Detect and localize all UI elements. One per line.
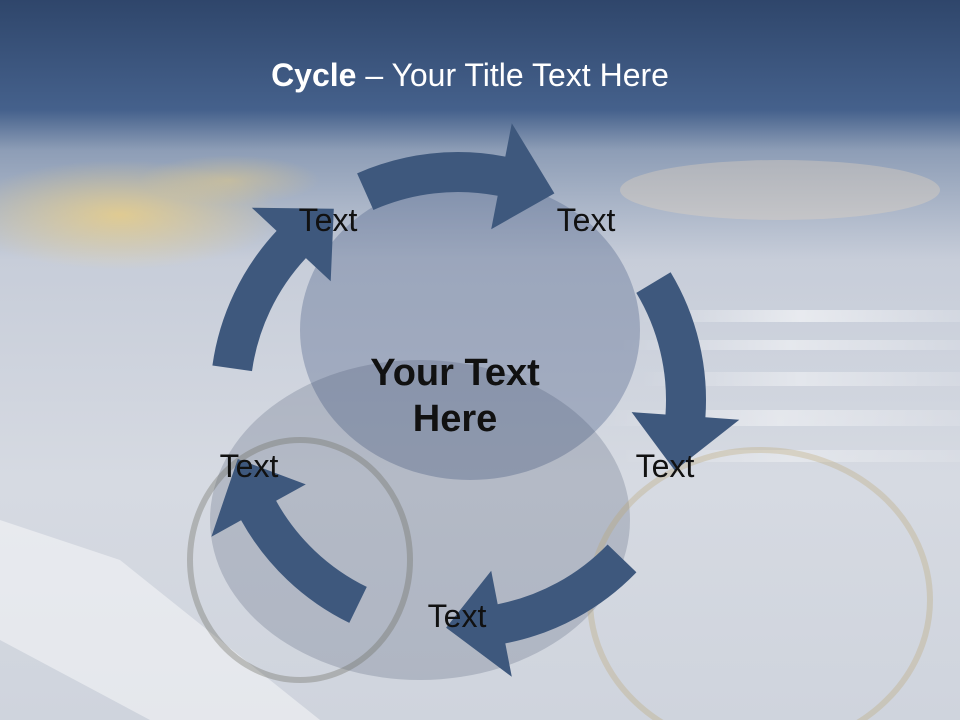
cycle-label-1: Text xyxy=(298,202,358,238)
slide-title: Cycle – Your Title Text Here xyxy=(0,52,940,98)
center-text: Your Text Here xyxy=(325,350,585,442)
center-text-line1: Your Text xyxy=(370,352,540,394)
cycle-arrow-5 xyxy=(212,207,334,372)
cycle-arrow-1 xyxy=(357,123,555,230)
cycle-arrow-2 xyxy=(631,272,740,471)
cycle-label-3: Text xyxy=(635,448,695,484)
cycle-arrow-3 xyxy=(446,544,637,677)
title-bold: Cycle xyxy=(271,57,357,93)
cycle-label-4: Text xyxy=(427,598,487,634)
cycle-arrow-4 xyxy=(211,459,367,623)
title-rest: – Your Title Text Here xyxy=(356,57,669,93)
cycle-label-2: Text xyxy=(556,202,616,238)
cycle-label-5: Text xyxy=(219,448,279,484)
center-text-line2: Here xyxy=(412,398,498,440)
